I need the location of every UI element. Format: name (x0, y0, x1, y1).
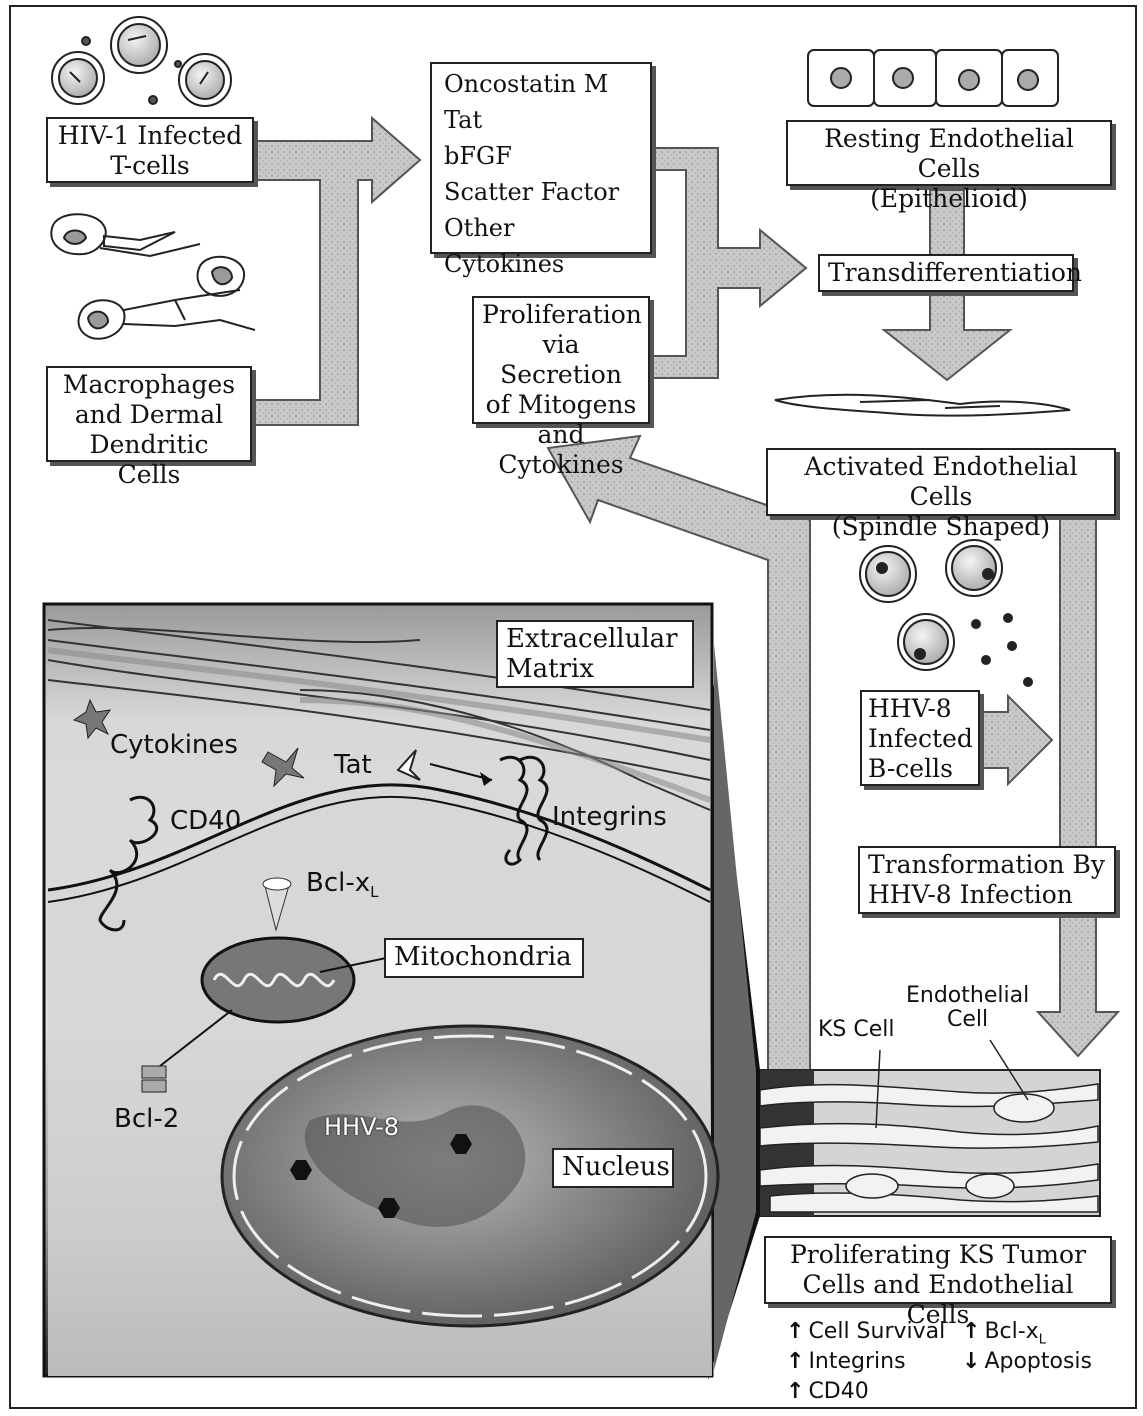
effect-bclxl: Bcl-xL (962, 1320, 1046, 1352)
effect-cd40: CD40 (786, 1380, 869, 1404)
effect-cell-survival: Cell Survival (786, 1320, 945, 1344)
macrophage-icons (51, 214, 255, 339)
macrophages-label: Macrophages and Dermal Dendritic Cells (46, 366, 252, 462)
arrow-activated-down (1038, 518, 1118, 1056)
up-arrow-icon (962, 1319, 984, 1344)
cytokines-label: Cytokines (110, 730, 238, 760)
arrow-bcells (980, 696, 1052, 784)
bcell-icons (860, 540, 1032, 686)
effect-integrins: Integrins (786, 1350, 906, 1374)
activated-endothelial-label: Activated Endothelial Cells (Spindle Sha… (766, 448, 1116, 516)
transdifferentiation-label: Transdifferentiation (818, 254, 1074, 292)
ks-cell-label: KS Cell (818, 1018, 895, 1042)
hhv8-label: HHV-8 (324, 1112, 399, 1142)
resting-endothelial-icons (808, 50, 1058, 106)
down-arrow-icon (962, 1349, 984, 1374)
proliferating-ks-label: Proliferating KS Tumor Cells and Endothe… (764, 1236, 1112, 1304)
up-arrow-icon (786, 1319, 808, 1344)
cell-inset-panel (44, 604, 718, 1376)
cytokine-list-label: Oncostatin M Tat bFGF Scatter Factor Oth… (430, 62, 652, 254)
proliferation-label: Proliferation via Secretion of Mitogens … (472, 296, 650, 424)
spindle-cell-icons (775, 395, 1070, 416)
cd40-label: CD40 (170, 806, 241, 836)
up-arrow-icon (786, 1349, 808, 1374)
hiv-tcells-label: HIV-1 Infected T-cells (46, 117, 254, 183)
tcell-icons (52, 17, 231, 106)
arrow-transdiff-down (884, 292, 1010, 380)
resting-endothelial-label: Resting Endothelial Cells (Epithelioid) (786, 120, 1112, 186)
hhv8-bcells-label: HHV-8 Infected B-cells (860, 690, 980, 786)
tat-label: Tat (334, 750, 372, 780)
endothelial-cell-label: Endothelial Cell (906, 984, 1029, 1032)
nucleus-label: Nucleus (552, 1148, 674, 1188)
bclxl-label: Bcl-xL (306, 868, 378, 907)
effect-apoptosis: Apoptosis (962, 1350, 1092, 1374)
transformation-label: Transformation By HHV-8 Infection (858, 846, 1116, 914)
up-arrow-icon (786, 1379, 808, 1404)
integrins-label: Integrins (552, 802, 667, 832)
mitochondria-label: Mitochondria (384, 938, 584, 978)
arrow-to-transdiff (650, 148, 806, 378)
extracellular-matrix-label: Extracellular Matrix (496, 620, 694, 688)
arrow-to-cytokines (255, 118, 420, 425)
bcl2-label: Bcl-2 (114, 1104, 179, 1134)
